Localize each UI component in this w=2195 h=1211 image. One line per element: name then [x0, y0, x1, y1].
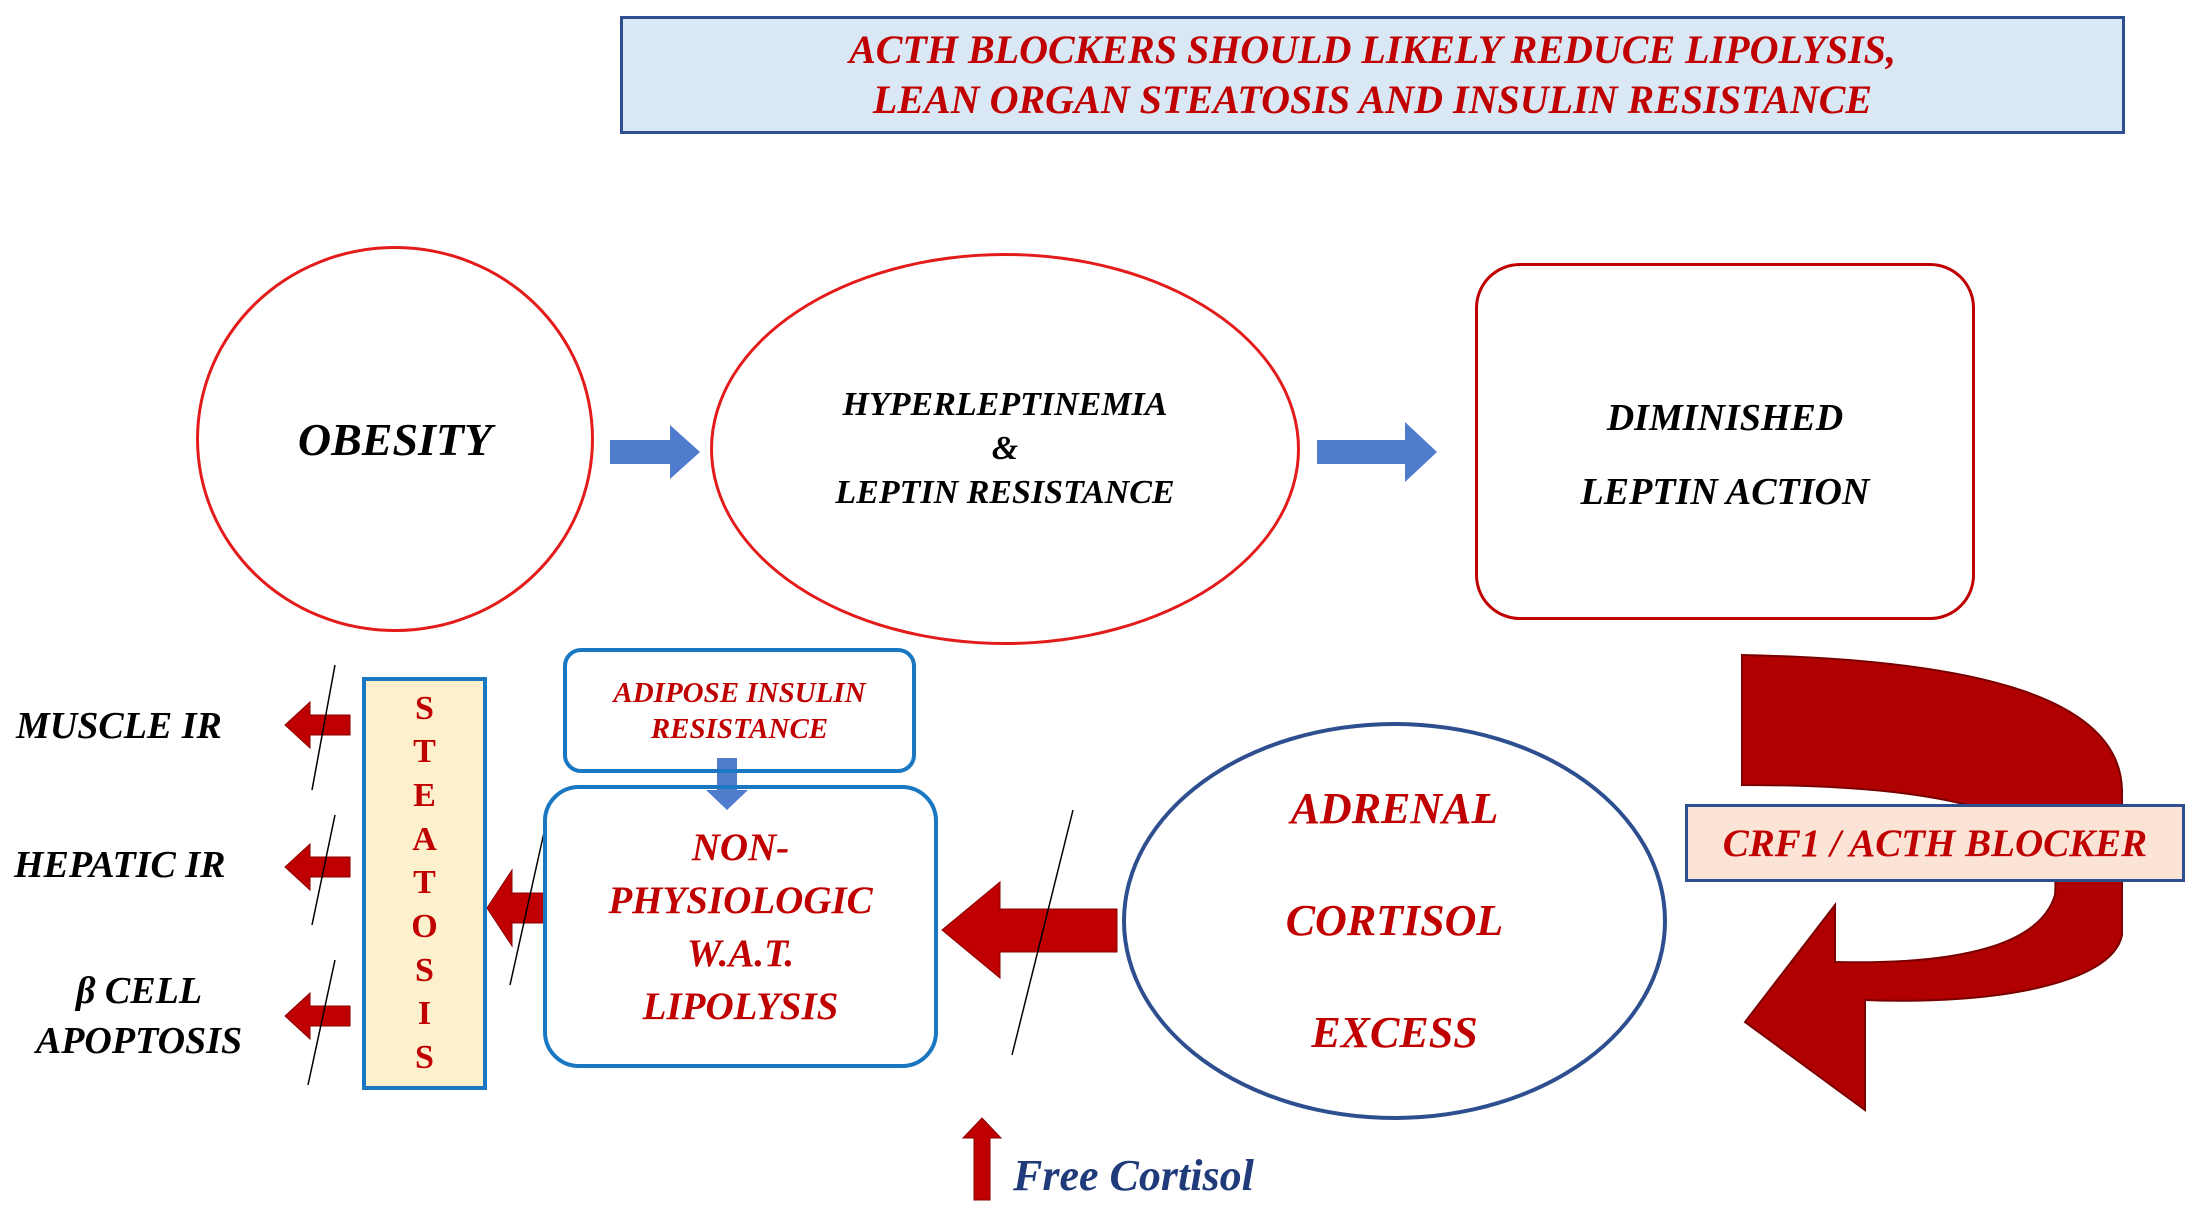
steatosis-letter: T: [413, 733, 436, 771]
hyperleptinemia-node: HYPERLEPTINEMIA & LEPTIN RESISTANCE: [710, 253, 1300, 645]
diminished-line-1: DIMINISHED: [1606, 396, 1844, 439]
blocker-label: CRF1 / ACTH BLOCKER: [1722, 821, 2148, 865]
steatosis-letter: S: [415, 1039, 434, 1077]
outcome-muscle-ir: MUSCLE IR: [16, 705, 222, 747]
outcome-beta-cell: β CELL APOPTOSIS: [14, 966, 264, 1066]
banner-line-2: LEAN ORGAN STEATOSIS AND INSULIN RESISTA…: [872, 77, 1873, 122]
hyperleptinemia-line-3: LEPTIN RESISTANCE: [835, 474, 1175, 511]
block-line-lipolysis: [509, 827, 546, 986]
lipolysis-line-4: LIPOLYSIS: [642, 984, 839, 1028]
outcome-beta-line-1: β CELL: [75, 970, 203, 1012]
lipolysis-line-1: NON-: [691, 825, 790, 869]
arrow-adrenal-to-lipolysis: [941, 880, 1118, 980]
adipose-ir-line-1: ADIPOSE INSULIN: [613, 676, 866, 709]
outcome-beta-line-2: APOPTOSIS: [35, 1020, 243, 1062]
hyperleptinemia-line-1: HYPERLEPTINEMIA: [842, 386, 1168, 423]
diminished-line-2: LEPTIN ACTION: [1580, 470, 1870, 513]
arrow-obesity-to-hyperleptinemia: [610, 425, 700, 479]
free-cortisol-label: Free Cortisol: [1013, 1151, 1254, 1200]
steatosis-letter: O: [411, 908, 438, 946]
outcome-hepatic-ir: HEPATIC IR: [14, 844, 226, 886]
lipolysis-line-3: W.A.T.: [686, 931, 795, 975]
up-arrow-free-cortisol: [961, 1117, 1003, 1201]
steatosis-letter: I: [417, 995, 432, 1033]
lipolysis-node: NON- PHYSIOLOGIC W.A.T. LIPOLYSIS: [543, 785, 938, 1068]
steatosis-letter: S: [415, 951, 434, 989]
steatosis-letter: T: [413, 864, 436, 902]
block-line-muscle: [311, 664, 336, 791]
adrenal-line-1: ADRENAL: [1290, 784, 1499, 833]
adrenal-line-2: CORTISOL: [1285, 896, 1504, 945]
steatosis-letter: E: [413, 777, 436, 815]
obesity-label: OBESITY: [297, 413, 493, 465]
adipose-ir-box: ADIPOSE INSULIN RESISTANCE: [563, 648, 916, 773]
block-line-beta: [307, 959, 336, 1086]
conclusion-banner: ACTH BLOCKERS SHOULD LIKELY REDUCE LIPOL…: [620, 16, 2125, 134]
curved-blocker-arrow: [1741, 653, 2123, 1112]
adrenal-line-3: EXCESS: [1311, 1008, 1478, 1057]
blocker-label-box: CRF1 / ACTH BLOCKER: [1685, 804, 2185, 882]
diminished-leptin-node: DIMINISHED LEPTIN ACTION: [1475, 263, 1975, 620]
arrow-to-beta-cell: [284, 991, 351, 1041]
steatosis-letter: A: [412, 820, 437, 858]
lipolysis-line-2: PHYSIOLOGIC: [608, 878, 873, 922]
banner-line-1: ACTH BLOCKERS SHOULD LIKELY REDUCE LIPOL…: [849, 27, 1896, 72]
arrow-to-hepatic-ir: [284, 842, 351, 892]
adipose-ir-line-2: RESISTANCE: [650, 712, 829, 745]
obesity-node: OBESITY: [196, 246, 594, 632]
arrow-to-muscle-ir: [284, 700, 351, 750]
hyperleptinemia-line-2: &: [991, 430, 1019, 467]
adrenal-node: ADRENAL CORTISOL EXCESS: [1122, 722, 1667, 1120]
block-line-adrenal: [1011, 809, 1074, 1056]
arrow-lipolysis-to-steatosis: [486, 868, 547, 948]
steatosis-box: S T E A T O S I S: [362, 677, 487, 1090]
steatosis-letter: S: [415, 689, 434, 727]
arrow-adipose-ir-down: [706, 758, 748, 810]
block-line-hepatic: [311, 814, 336, 926]
arrow-hyperleptinemia-to-diminished: [1317, 422, 1437, 482]
